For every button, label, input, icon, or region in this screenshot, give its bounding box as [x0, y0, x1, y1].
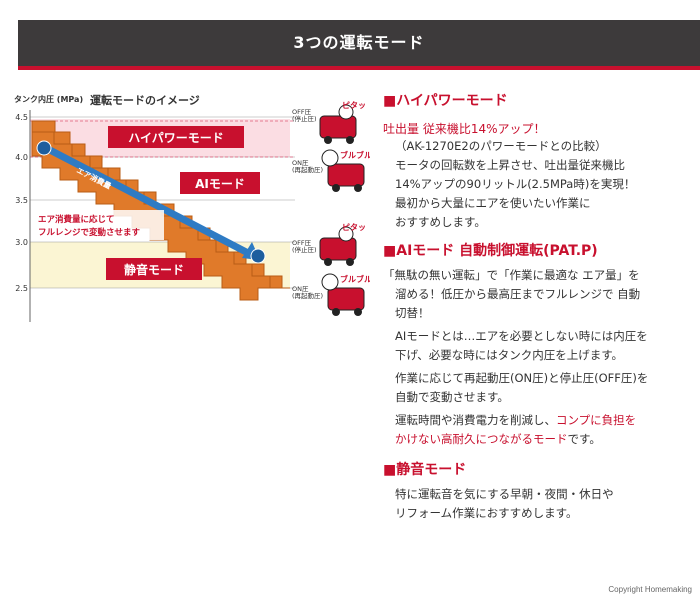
mode-label-high: ハイパワーモード — [128, 131, 224, 145]
chart-note-line1: エア消費量に応じて — [38, 214, 115, 225]
note-bg — [34, 210, 164, 240]
section-text-high: おすすめします。 — [395, 215, 486, 229]
y-tick-label: 4.5 — [15, 113, 28, 122]
section-text-quiet: リフォーム作業におすすめします。 — [395, 506, 578, 520]
section-text-ai: 切替！ — [395, 306, 430, 320]
section-heading-ai: ■AIモード 自動制御運転(PAT.P) — [383, 243, 598, 259]
section-text-ai: AIモードとは…エアを必要としない時には内圧を — [395, 329, 648, 343]
section-text-ai: かけない高耐久につながるモードです。 — [383, 430, 693, 449]
compressor-icon — [321, 273, 365, 316]
compressor-icon — [319, 104, 357, 144]
section-text-ai: 溜める！低圧から最高圧までフルレンジで 自動 — [395, 287, 641, 301]
section-text-ai-red1: コンプに負担を — [556, 413, 637, 427]
section-ai: ■AIモード 自動制御運転(PAT.P) 「無駄の無い運転」で「作業に最適な エ… — [383, 240, 693, 449]
copyright: Copyright Homemaking — [608, 585, 692, 594]
mode-box-high — [108, 126, 244, 148]
on-label-1: ON圧 — [292, 159, 309, 167]
mode-label-quiet: 静音モード — [124, 262, 184, 277]
on-label-2: ON圧 — [292, 285, 309, 293]
sfx-label: ブルブル — [340, 150, 370, 160]
description-column: ■ハイパワーモード 吐出量 従来機比14%アップ！ （AK-1270E2のパワー… — [383, 90, 693, 523]
sfx-label: ブルブル — [340, 274, 370, 284]
mode-chart-svg: タンク内圧 (MPa) 運転モードのイメージ 4.5 4.0 3.5 3.0 2… — [14, 93, 370, 322]
off-label-2: OFF圧 — [292, 239, 312, 247]
mode-label-ai: AIモード — [195, 177, 245, 191]
section-sub-high: 吐出量 従来機比14%アップ！ — [383, 122, 546, 136]
compressor-icon — [319, 226, 357, 266]
section-text-high: モータの回転数を上昇させ、吐出量従来機比 — [395, 158, 625, 172]
section-text-ai-tail: です。 — [567, 432, 601, 446]
section-quiet: ■静音モード 特に運転音を気にする早朝・夜間・休日や リフォーム作業におすすめし… — [383, 459, 693, 523]
y-tick-label: 2.5 — [15, 284, 28, 293]
mode-box-quiet — [106, 258, 202, 280]
end-dot — [250, 248, 266, 264]
section-text-ai: 下げ、必要な時にはタンク内圧を上げます。 — [395, 348, 624, 362]
y-tick-label: 3.0 — [15, 238, 28, 247]
section-text-ai: 運転時間や消費電力を削減し、コンプに負担を — [383, 411, 693, 430]
section-text-high: 14%アップの90リットル(2.5MPa時)を実現！ — [395, 177, 636, 191]
section-text-ai-red2: かけない高耐久につながるモード — [395, 432, 568, 446]
section-text-high: 最初から大量にエアを使いたい作業に — [395, 196, 591, 210]
header-title: 3つの運転モード — [293, 33, 425, 52]
mode-box-ai — [180, 172, 260, 194]
off-sublabel-2: (停止圧) — [292, 245, 317, 254]
section-text-quiet: 特に運転音を気にする早朝・夜間・休日や — [395, 487, 614, 501]
section-header: 3つの運転モード — [18, 20, 700, 70]
consumption-arrow — [44, 144, 252, 258]
section-text-high: （AK-1270E2のパワーモードとの比較） — [395, 139, 607, 153]
section-text-ai: 作業に応じて再起動圧(ON圧)と停止圧(OFF圧)を — [395, 371, 649, 385]
y-tick-label: 3.5 — [15, 196, 28, 205]
sfx-label: ピタッ — [342, 100, 366, 110]
sfx-label: ピタッ — [342, 222, 366, 232]
start-dot — [36, 140, 52, 156]
compressor-icon — [321, 149, 365, 192]
chart-title: 運転モードのイメージ — [90, 93, 200, 107]
mode-chart: タンク内圧 (MPa) 運転モードのイメージ 4.5 4.0 3.5 3.0 2… — [10, 92, 370, 332]
off-sublabel-1: (停止圧) — [292, 114, 317, 123]
on-sublabel-1: (再起動圧) — [292, 165, 323, 174]
section-text-ai: 「無駄の無い運転」で「作業に最適な エア量」を — [383, 268, 640, 282]
on-sublabel-2: (再起動圧) — [292, 291, 323, 300]
section-heading-quiet: ■静音モード — [383, 462, 467, 478]
off-label-1: OFF圧 — [292, 108, 312, 116]
y-tick-label: 4.0 — [15, 153, 28, 162]
section-heading-high: ■ハイパワーモード — [383, 93, 508, 109]
y-axis-label: タンク内圧 (MPa) — [14, 94, 83, 104]
section-high: ■ハイパワーモード 吐出量 従来機比14%アップ！ （AK-1270E2のパワー… — [383, 90, 693, 232]
section-text-ai: 自動で変動させます。 — [395, 390, 509, 404]
section-text-ai-lead: 運転時間や消費電力を削減し、 — [395, 413, 556, 427]
chart-note-line2: フルレンジで変動させます — [38, 227, 141, 238]
